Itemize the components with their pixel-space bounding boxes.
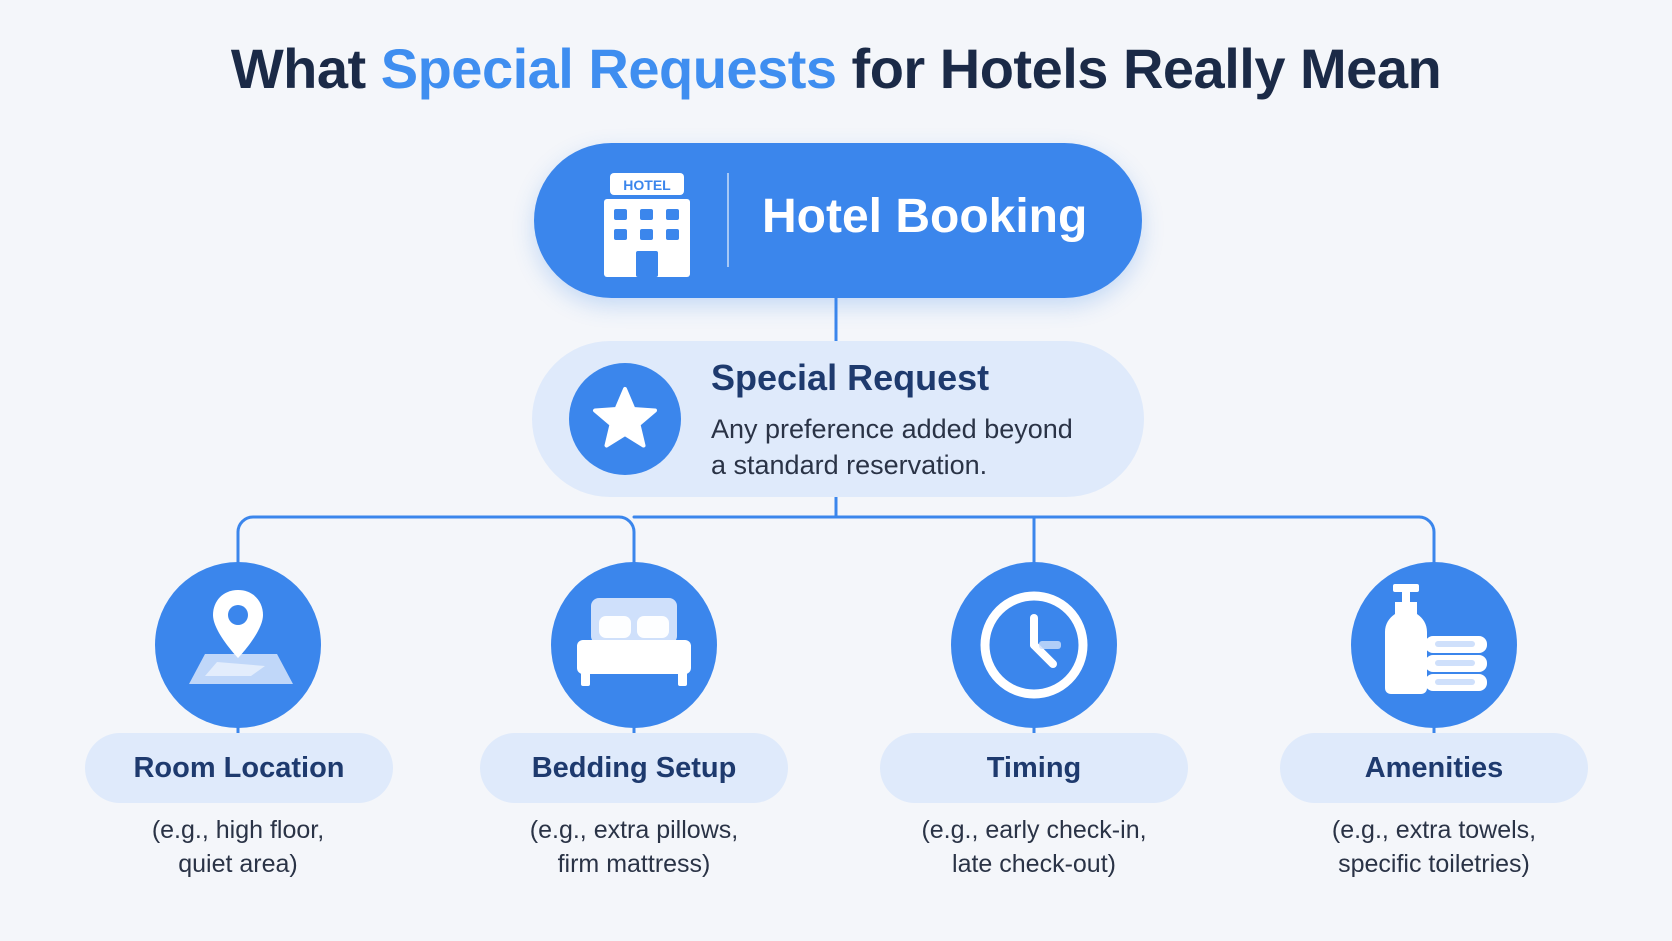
room-location-example-line-1: (e.g., high floor,	[151, 816, 325, 844]
timing-example-line-1: (e.g., early check-in,	[921, 816, 1147, 844]
timing-badge	[951, 562, 1117, 728]
clock-icon	[980, 591, 1088, 699]
amenities-example: (e.g., extra towels, specific toiletries…	[1264, 813, 1604, 881]
star-icon	[593, 387, 657, 448]
page-title: What Special Requests for Hotels Really …	[0, 36, 1672, 101]
bedding-setup-pill: Bedding Setup	[480, 733, 788, 803]
star-badge	[569, 363, 681, 475]
bedding-setup-badge	[551, 562, 717, 728]
special-request-heading: Special Request	[711, 357, 990, 398]
title-accent: Special Requests	[380, 37, 837, 100]
special-request-description: Any preference added beyond a standard r…	[711, 411, 1121, 483]
description-line-2: a standard reservation.	[711, 450, 988, 480]
booking-divider	[727, 173, 729, 267]
room-location-example: (e.g., high floor, quiet area)	[68, 813, 408, 881]
title-after: for Hotels Really Mean	[836, 37, 1442, 100]
bed-icon	[577, 598, 691, 686]
hotel-booking-node: HOTEL Hotel Booking	[534, 143, 1142, 298]
room-location-example-line-2: quiet area)	[178, 850, 298, 878]
timing-example: (e.g., early check-in, late check-out)	[864, 813, 1204, 881]
bedding-setup-example-line-2: firm mattress)	[557, 850, 711, 878]
description-line-1: Any preference added beyond	[711, 414, 1073, 444]
title-before: What	[230, 37, 381, 100]
amenities-example-line-2: specific toiletries)	[1338, 850, 1530, 878]
map-pin-icon	[189, 590, 293, 684]
amenities-badge	[1351, 562, 1517, 728]
timing-pill: Timing	[880, 733, 1188, 803]
amenities-pill: Amenities	[1280, 733, 1588, 803]
amenities-example-line-1: (e.g., extra towels,	[1331, 816, 1537, 844]
hotel-building-icon: HOTEL	[604, 173, 690, 277]
room-location-pill: Room Location	[85, 733, 393, 803]
special-request-node: Special Request Any preference added bey…	[532, 341, 1144, 497]
toiletries-icon	[1385, 584, 1487, 694]
hotel-booking-label: Hotel Booking	[762, 190, 1088, 243]
bedding-setup-example-line-1: (e.g., extra pillows,	[529, 816, 739, 844]
timing-example-line-2: late check-out)	[952, 850, 1116, 878]
bedding-setup-example: (e.g., extra pillows, firm mattress)	[464, 813, 804, 881]
hotel-sign-text: HOTEL	[623, 177, 671, 193]
room-location-badge	[155, 562, 321, 728]
